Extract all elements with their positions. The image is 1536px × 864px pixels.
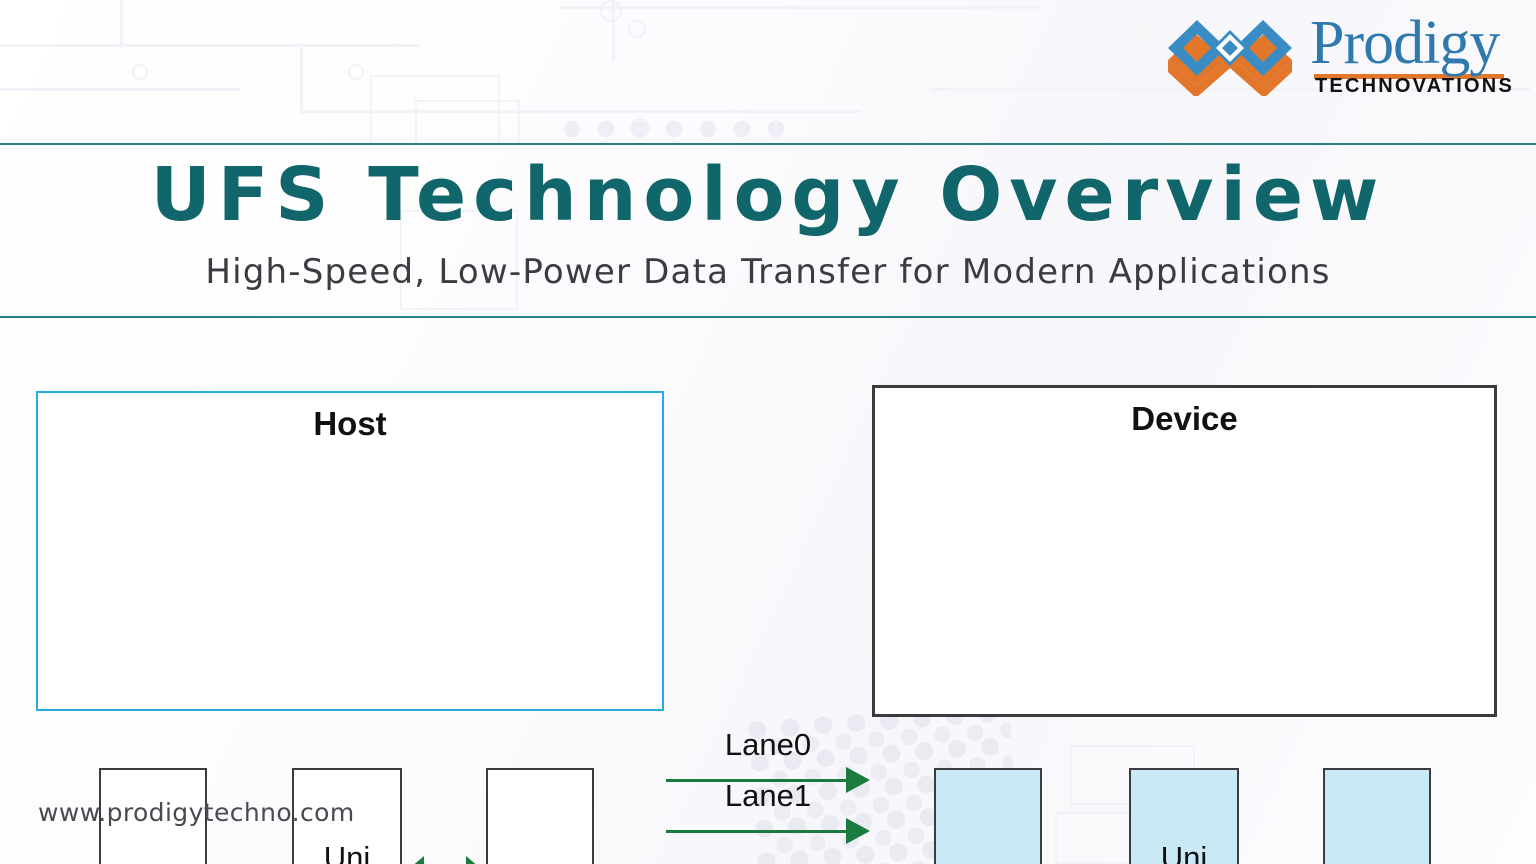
- arrow-right-icon: [846, 818, 870, 844]
- device-block-unipro-label: Uni Pro: [1160, 840, 1208, 864]
- device-block-ufs[interactable]: UFS: [1323, 768, 1431, 864]
- device-block-mphy[interactable]: MPHY: [934, 768, 1042, 864]
- page-title: UFS Technology Overview: [150, 152, 1386, 238]
- host-block-ufs[interactable]: UFS: [99, 768, 207, 864]
- host-block-unipro-label: Uni Pro: [323, 840, 371, 864]
- brand-underline-accent: [1314, 74, 1505, 79]
- page-subtitle: High-Speed, Low-Power Data Transfer for …: [205, 252, 1331, 292]
- host-block-unipro[interactable]: Uni Pro: [292, 768, 402, 864]
- brand-wordmark: Prodigy TECHNOVATIONS: [1310, 9, 1514, 98]
- lane-host-to-device-0: Lane0: [666, 727, 870, 801]
- header-rule-top: [0, 143, 1536, 145]
- host-block-ufs-label: UFS: [122, 859, 184, 864]
- device-block-unipro[interactable]: Uni Pro: [1129, 768, 1239, 864]
- lane-host-to-device-1: Lane1: [666, 778, 870, 852]
- lane-host-to-device-1-label: Lane1: [724, 778, 812, 813]
- arrow-right-icon: [846, 767, 870, 793]
- host-panel-title: Host: [313, 405, 387, 442]
- host-block-mphy[interactable]: MPHY: [486, 768, 594, 864]
- device-block-mphy-label: MPHY: [943, 859, 1033, 864]
- brand-tagline: TECHNOVATIONS: [1315, 74, 1514, 97]
- brand-name: Prodigy: [1310, 9, 1500, 77]
- footer-website-url[interactable]: www.prodigytechno.com: [38, 798, 355, 827]
- device-panel[interactable]: Device: [872, 385, 1497, 717]
- ufs-architecture-diagram: Host UFS Uni Pro MPHY Device MPHY Uni: [0, 317, 1536, 864]
- host-block-mphy-label: MPHY: [495, 859, 585, 864]
- host-panel[interactable]: Host: [36, 391, 664, 711]
- lane-host-to-device-0-label: Lane0: [724, 727, 812, 762]
- device-panel-title: Device: [1131, 400, 1238, 437]
- host-internal-bidirectional-arrow-icon: [404, 856, 486, 864]
- device-block-ufs-label: UFS: [1346, 859, 1408, 864]
- header-rule-bottom: [0, 316, 1536, 318]
- brand-logo[interactable]: Prodigy TECHNOVATIONS: [1164, 9, 1514, 98]
- infinity-interlock-logo-icon: [1168, 19, 1293, 96]
